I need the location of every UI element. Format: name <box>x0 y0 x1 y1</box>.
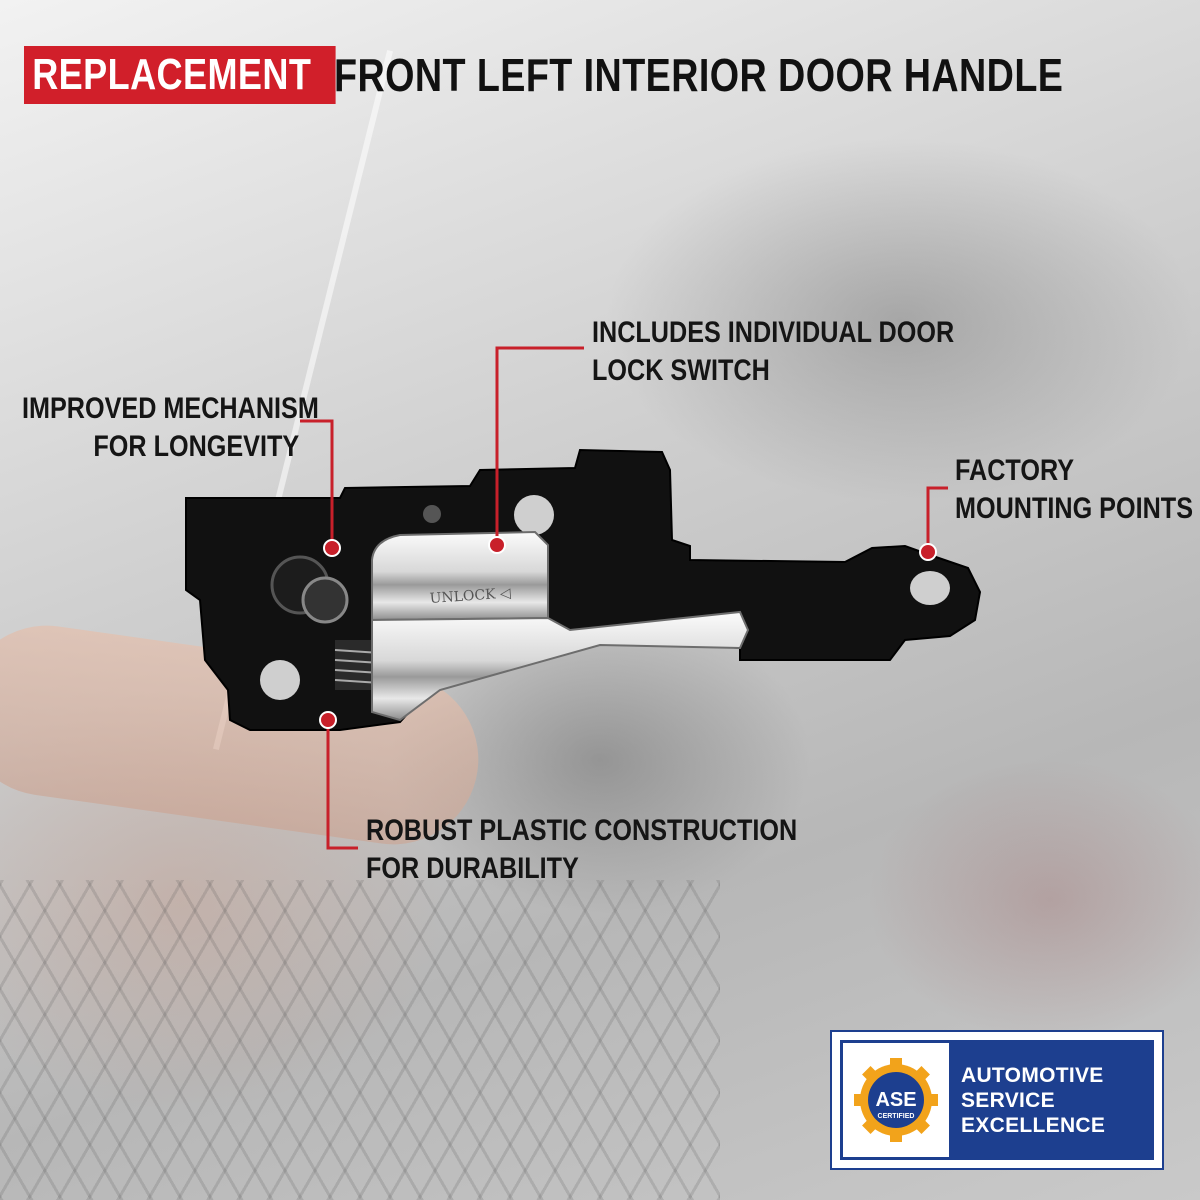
callout-line: LOCK SWITCH <box>592 354 770 387</box>
callout-lock-switch: INCLUDES INDIVIDUAL DOOR LOCK SWITCH <box>592 314 954 390</box>
callout-leaders <box>300 346 948 850</box>
mounting-hole <box>910 571 950 605</box>
background-grill <box>0 880 720 1200</box>
callout-line: FOR LONGEVITY <box>93 430 300 463</box>
mounting-hole <box>260 660 300 700</box>
ase-logo: ASE CERTIFIED <box>843 1043 949 1157</box>
ase-logo-sub: CERTIFIED <box>878 1113 915 1120</box>
ase-text: AUTOMOTIVE SERVICE EXCELLENCE <box>949 1063 1151 1138</box>
callout-line: ROBUST PLASTIC CONSTRUCTION <box>366 814 798 847</box>
ase-logo-text: ASE <box>875 1089 916 1111</box>
callout-mechanism: IMPROVED MECHANISM FOR LONGEVITY <box>22 390 319 466</box>
mounting-hole <box>514 495 554 535</box>
title-text: FRONT LEFT INTERIOR DOOR HANDLE <box>334 49 1064 101</box>
callout-line: MOUNTING POINTS <box>955 492 1194 525</box>
handle-lever <box>371 610 750 722</box>
callout-line: FOR DURABILITY <box>366 852 579 885</box>
ase-badge: ASE CERTIFIED AUTOMOTIVE SERVICE EXCELLE… <box>830 1030 1164 1170</box>
ase-line: SERVICE <box>961 1088 1055 1112</box>
callout-line: INCLUDES INDIVIDUAL DOOR <box>592 316 955 349</box>
page-title: REPLACEMENT FRONT LEFT INTERIOR DOOR HAN… <box>24 46 1200 104</box>
ase-line: EXCELLENCE <box>961 1113 1106 1137</box>
lock-switch-lever <box>371 530 549 622</box>
callout-plastic: ROBUST PLASTIC CONSTRUCTION FOR DURABILI… <box>366 812 797 888</box>
ase-gear-icon: ASE CERTIFIED <box>854 1058 938 1142</box>
callout-mounting: FACTORY MOUNTING POINTS <box>955 452 1193 528</box>
ase-line: AUTOMOTIVE <box>961 1063 1104 1087</box>
callout-line: IMPROVED MECHANISM <box>22 392 319 425</box>
title-tag: REPLACEMENT <box>24 46 336 104</box>
callout-line: FACTORY <box>955 454 1075 487</box>
unlock-label: UNLOCK ◁ <box>429 585 511 607</box>
